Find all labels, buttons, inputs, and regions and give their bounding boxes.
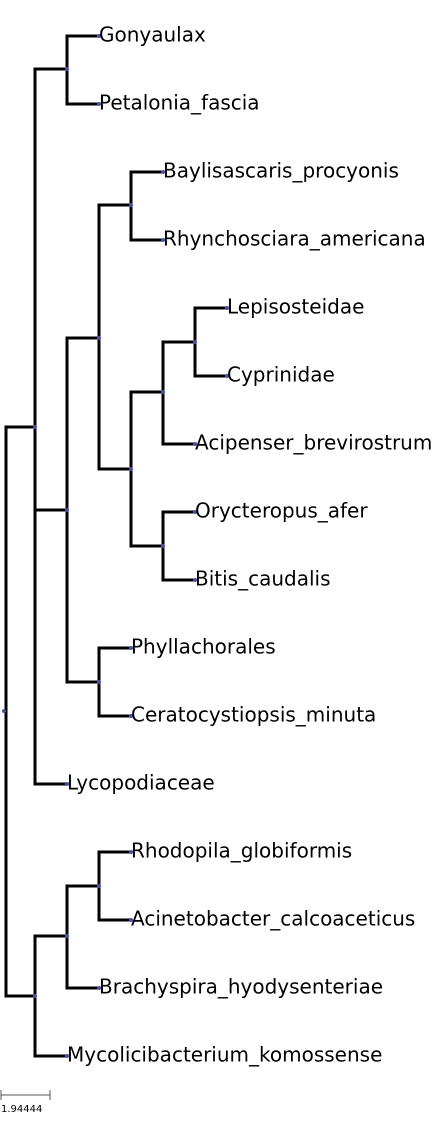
node-dot-n11-1: [65, 1054, 69, 1058]
leaf-label-petalonia: Petalonia_fascia: [99, 91, 260, 115]
node-dot-n1-2: [65, 782, 69, 786]
leaf-label-bitis: Bitis_caudalis: [195, 567, 331, 591]
node-dot-n12-0: [97, 884, 101, 888]
node-dot-n7-0: [193, 340, 197, 344]
node-dot-n4-0: [129, 203, 133, 207]
node-dot-n12-1: [97, 986, 101, 990]
node-dot-n10-1: [129, 714, 133, 718]
node-dot-n5-1: [161, 238, 165, 242]
tree-labels: Gonyaulax Petalonia_fascia Baylisascaris…: [67, 23, 432, 1067]
tree-branches: [2, 34, 229, 1058]
scale-bar: 1.94444: [0, 1090, 51, 1115]
leaf-label-gonyaulax: Gonyaulax: [99, 23, 206, 47]
leaf-label-acinetobacter: Acinetobacter_calcoaceticus: [131, 907, 415, 931]
node-dot-n8-0: [225, 306, 229, 310]
node-dot-n1-1: [65, 508, 69, 512]
node-dot-n2-1: [97, 102, 101, 106]
leaf-label-brachyspira: Brachyspira_hyodysenteriae: [99, 975, 383, 999]
leaf-label-acipenser: Acipenser_brevirostrum: [195, 431, 432, 455]
node-dot-n13-1: [129, 918, 133, 922]
node-dot-n1-0: [65, 67, 69, 71]
node-dot-n9-1: [193, 578, 197, 582]
node-dot-n4-1: [129, 467, 133, 471]
node-dot-n7-1: [193, 442, 197, 446]
leaf-label-orycteropus: Orycteropus_afer: [195, 499, 368, 523]
leaf-label-lycopodiaceae: Lycopodiaceae: [67, 771, 215, 795]
node-dot-n5-0: [161, 170, 165, 174]
leaf-label-rhynchosciara: Rhynchosciara_americana: [163, 227, 426, 251]
node-dot-n8-1: [225, 374, 229, 378]
node-dot-root: [2, 709, 6, 713]
scale-bar-label: 1.94444: [1, 1104, 42, 1115]
node-dot-root-0: [33, 425, 37, 429]
leaf-label-baylisascaris: Baylisascaris_procyonis: [163, 159, 399, 183]
leaf-label-lepisosteidae: Lepisosteidae: [227, 295, 364, 319]
leaf-label-cyprinidae: Cyprinidae: [227, 363, 335, 387]
node-dot-n9-0: [193, 510, 197, 514]
node-dot-n13-0: [129, 850, 133, 854]
leaf-label-ceratocystiopsis: Ceratocystiopsis_minuta: [131, 703, 376, 727]
leaf-label-mycolicibacterium: Mycolicibacterium_komossense: [67, 1043, 382, 1067]
node-dot-n6-0: [161, 390, 165, 394]
node-dot-root-1: [33, 994, 37, 998]
node-dot-n11-0: [65, 934, 69, 938]
node-dot-n2-0: [97, 34, 101, 38]
tree-nodes: [2, 34, 229, 1058]
node-dot-n10-0: [129, 646, 133, 650]
node-dot-n6-1: [161, 544, 165, 548]
node-dot-n3-0: [97, 336, 101, 340]
leaf-label-rhodopila: Rhodopila_globiformis: [131, 839, 352, 863]
node-dot-n3-1: [97, 680, 101, 684]
leaf-label-phyllachorales: Phyllachorales: [131, 635, 276, 659]
